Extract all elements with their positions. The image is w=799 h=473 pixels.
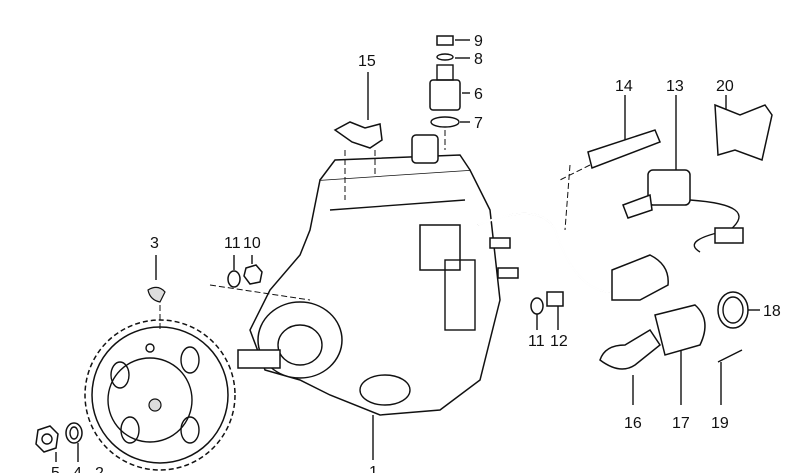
washer-8 xyxy=(436,53,454,61)
callout-19: 19 xyxy=(711,415,729,432)
temperature-sensor xyxy=(599,328,662,370)
bracket xyxy=(333,121,383,149)
callout-1: 1 xyxy=(369,464,378,473)
callout-2: 2 xyxy=(95,465,104,473)
heat-shield xyxy=(714,103,773,162)
callout-11b: 11 xyxy=(528,333,545,350)
callout-18: 18 xyxy=(763,303,781,320)
plug-housing xyxy=(654,304,706,356)
injection-pump-body xyxy=(237,134,519,416)
washer xyxy=(65,422,83,444)
nut-9 xyxy=(436,35,454,46)
connector-housing xyxy=(611,254,669,301)
o-ring xyxy=(430,116,460,128)
woodruff-key xyxy=(147,286,166,303)
cutoff-valve xyxy=(429,79,461,111)
pin xyxy=(717,349,743,363)
callout-17: 17 xyxy=(672,415,690,432)
callout-20: 20 xyxy=(716,78,734,95)
sensor-stud xyxy=(587,129,661,170)
callout-8: 8 xyxy=(474,51,483,68)
sprocket-gear xyxy=(84,319,236,471)
callout-15: 15 xyxy=(358,53,376,70)
callout-6: 6 xyxy=(474,86,483,103)
callout-14: 14 xyxy=(615,78,633,95)
callout-9: 9 xyxy=(474,33,483,50)
callout-10: 10 xyxy=(243,235,261,252)
callout-3: 3 xyxy=(150,235,159,252)
nut xyxy=(35,425,59,453)
callout-4: 4 xyxy=(73,465,82,473)
solenoid xyxy=(647,169,691,206)
callout-5: 5 xyxy=(51,465,60,473)
callout-11: 11 xyxy=(224,235,241,252)
callout-12: 12 xyxy=(550,333,568,350)
callout-13: 13 xyxy=(666,78,684,95)
callout-7: 7 xyxy=(474,115,483,132)
callout-16: 16 xyxy=(624,415,642,432)
